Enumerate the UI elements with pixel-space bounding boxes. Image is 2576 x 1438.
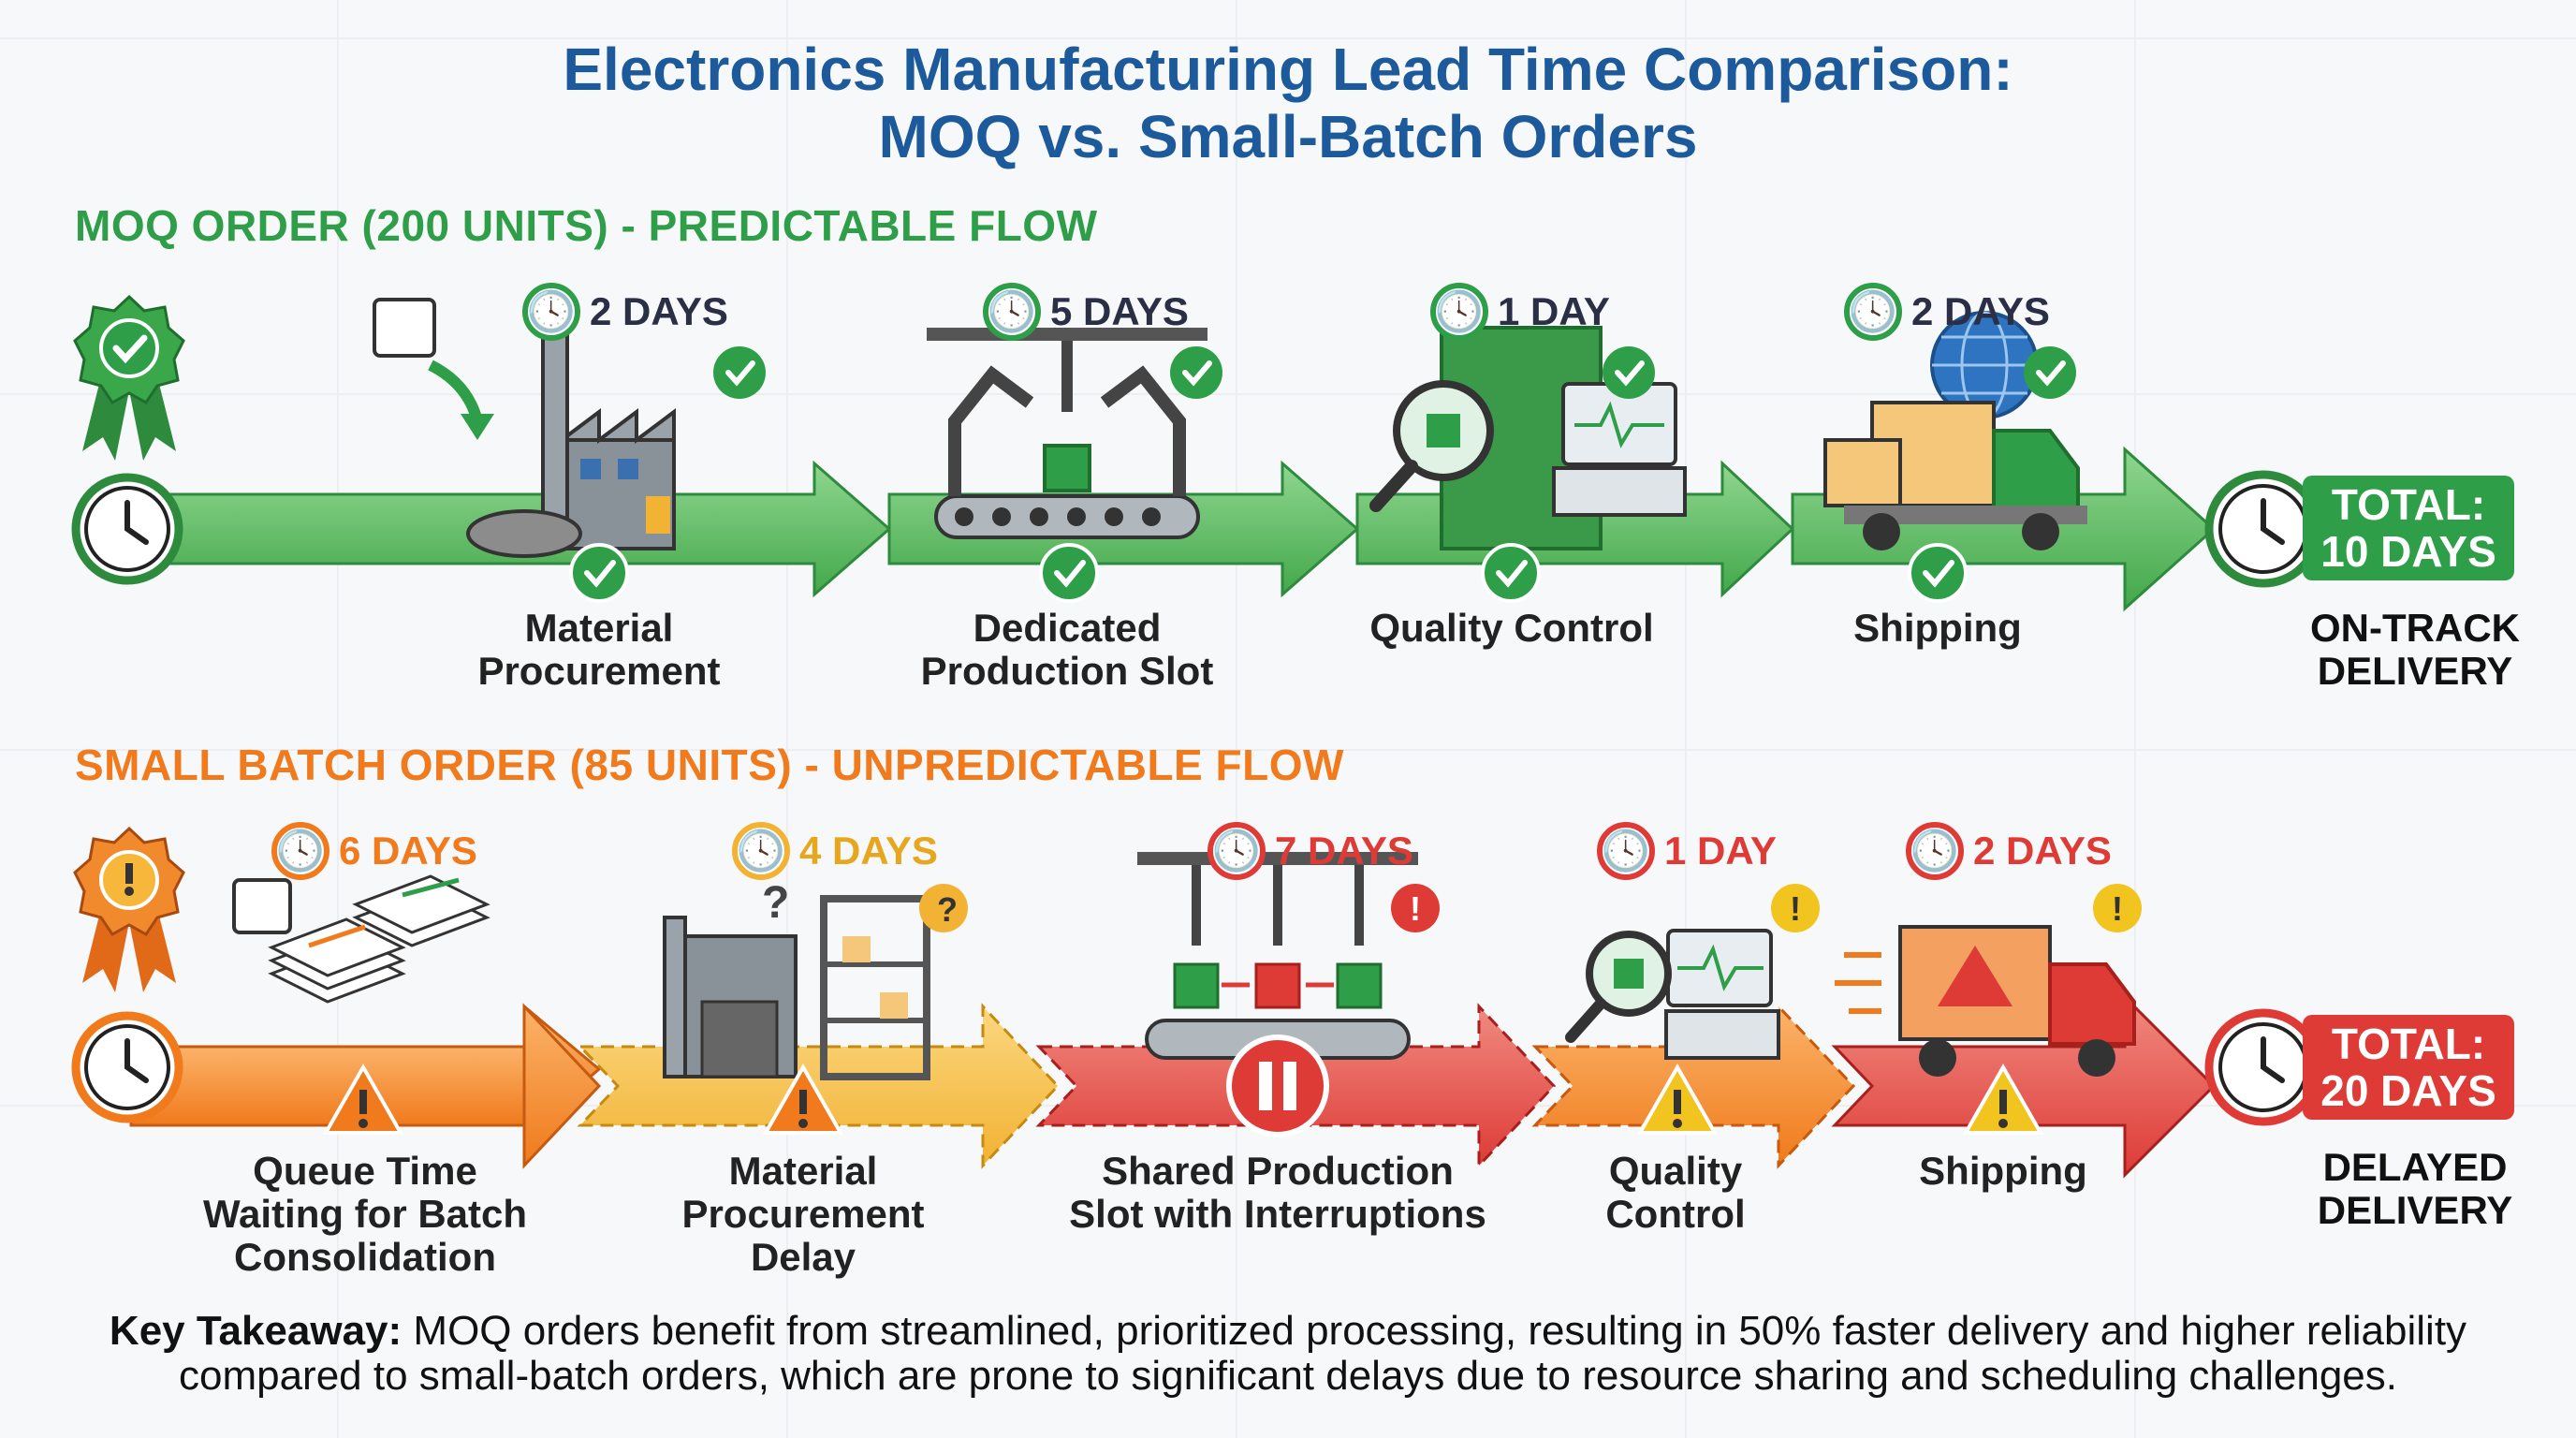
moq-step-4-duration: 🕓 2 DAYS [1844,283,2050,341]
small-batch-section-label: SMALL BATCH ORDER (85 UNITS) - UNPREDICT… [75,741,1344,789]
small-step-2-label: Material Procurement Delay [681,1149,925,1279]
paper-stack-icon [232,874,490,1004]
svg-text:!: ! [1790,889,1801,928]
small-step-1-duration: 🕓 6 DAYS [271,822,477,880]
small-step-4-duration: 🕓 1 DAY [1597,822,1777,880]
warning-ribbon-icon [73,826,185,992]
page-title: Electronics Manufacturing Lead Time Comp… [0,36,2576,170]
clock-icon: 🕓 [1844,283,1902,341]
check-ribbon-icon [73,294,185,461]
clock-icon: 🕓 [1597,822,1655,880]
small-step-4-label: Quality Control [1605,1149,1746,1236]
small-step-2-duration: 🕓 4 DAYS [732,822,938,880]
clock-icon: 🕓 [1208,822,1266,880]
check-icons-arrow [569,543,1968,603]
warning-icons-arrow [322,1063,2044,1135]
moq-step-2-duration: 🕓 5 DAYS [983,283,1189,341]
inspection-icon [1565,929,1780,1060]
clock-icon: 🕓 [983,283,1041,341]
moq-section-label: MOQ ORDER (200 UNITS) - PREDICTABLE FLOW [75,201,1098,250]
moq-step-4-label: Shipping [1853,606,2022,650]
start-clock-icon [71,473,183,585]
moq-total-box: TOTAL: 10 DAYS [2303,476,2514,580]
robot-arm-icon [927,328,1208,539]
moq-flow-graphic [71,294,2322,612]
end-clock-icon [2204,1008,2322,1126]
pause-icon [1226,1034,1329,1137]
small-step-5-label: Shipping [1919,1149,2087,1193]
moq-step-3-label: Quality Control [1369,606,1654,650]
svg-text:?: ? [937,890,958,929]
svg-text:!: ! [2112,889,2123,928]
small-step-3-duration: 🕓 7 DAYS [1208,822,1413,880]
title-line-1: Electronics Manufacturing Lead Time Comp… [563,36,2013,103]
title-line-2: MOQ vs. Small-Batch Orders [878,103,1698,170]
key-takeaway: Key Takeaway: MOQ orders benefit from st… [56,1309,2520,1399]
moq-step-1-label: Material Procurement [477,606,721,693]
clock-icon: 🕓 [1906,822,1964,880]
small-step-5-duration: 🕓 2 DAYS [1906,822,2112,880]
factory-icon [373,298,676,558]
takeaway-line-2: compared to small-batch orders, which ar… [178,1353,2397,1399]
inspection-icon [1369,326,1687,550]
moq-step-3-duration: 🕓 1 DAY [1430,283,1610,341]
start-clock-icon [71,1011,183,1123]
clock-icon: 🕓 [1430,283,1488,341]
truck-icon [1823,311,2087,550]
warehouse-icon: ? [663,878,930,1080]
small-step-3-label: Shared Production Slot with Interruption… [1069,1149,1486,1236]
clock-icon: 🕓 [271,822,329,880]
alert-icons-top: ? ! ! ! [919,884,2142,932]
small-batch-flow-graphic: ? ? ! ! ! [71,826,2322,1179]
small-step-1-label: Queue Time Waiting for Batch Consolidati… [202,1149,528,1279]
takeaway-bold: Key Takeaway: [109,1308,402,1354]
svg-text:!: ! [1410,889,1421,928]
takeaway-line-1: MOQ orders benefit from streamlined, pri… [402,1308,2467,1354]
truck-icon [1835,925,2136,1077]
small-batch-arrow-band [129,993,2217,1179]
svg-text:?: ? [762,878,789,928]
small-total-box: TOTAL: 20 DAYS [2303,1015,2514,1120]
robot-arm-icon [1137,852,1418,1060]
moq-step-2-label: Dedicated Production Slot [920,606,1214,693]
clock-icon: 🕓 [732,822,790,880]
end-clock-icon [2204,470,2322,588]
small-outcome: DELAYED DELIVERY [2317,1145,2513,1232]
clock-icon: 🕓 [522,283,580,341]
moq-step-1-duration: 🕓 2 DAYS [522,283,728,341]
moq-outcome: ON-TRACK DELIVERY [2310,606,2520,693]
check-icons-top [713,346,2076,399]
